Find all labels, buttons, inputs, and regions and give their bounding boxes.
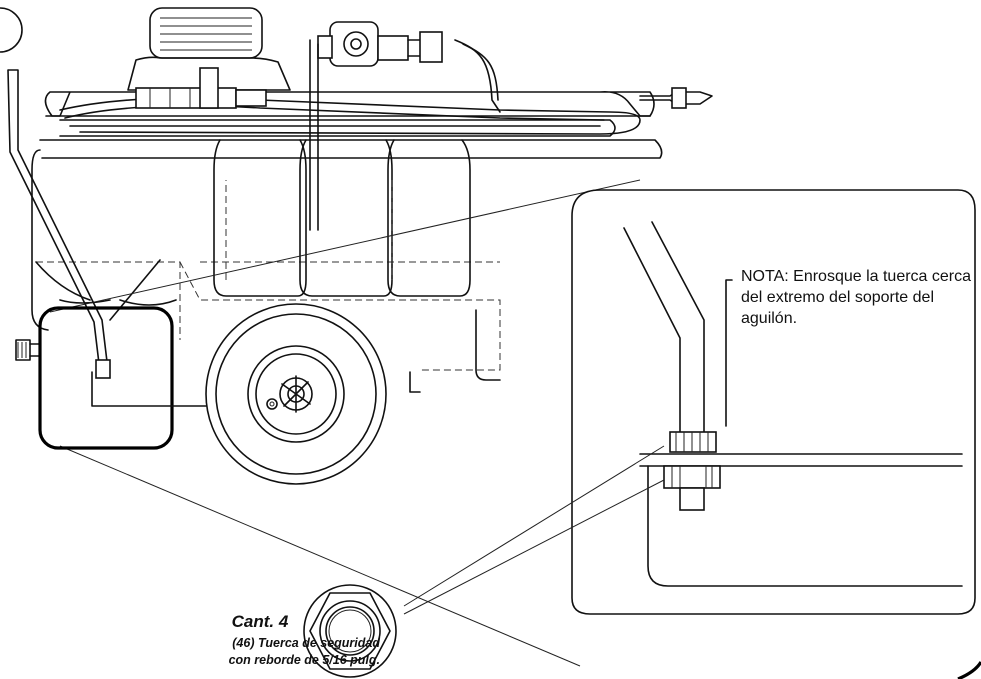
leader-nut-2: [403, 479, 665, 615]
hose-fittings: [135, 67, 267, 109]
wheel: [205, 303, 387, 485]
part-name-line1: (46) Tuerca de seguridad: [232, 636, 380, 650]
tank-upper: [39, 90, 663, 159]
detail-inset: [571, 189, 976, 615]
boom-bracket: [7, 69, 111, 379]
tank-body: [31, 139, 501, 381]
leader-nut-1: [403, 445, 665, 607]
pump: [309, 21, 443, 231]
flange-nut: [303, 584, 397, 678]
leader-line-bottom: [59, 445, 581, 667]
assembly-note: NOTA: Enrosque la tuerca cerca del extre…: [741, 268, 972, 327]
highlight-box: [38, 306, 174, 450]
corner-circle: [0, 7, 23, 53]
part-quantity: Cant. 4: [231, 612, 289, 631]
frame-bar: [91, 371, 215, 407]
tank-lid: [127, 7, 291, 91]
part-name-line2: con reborde de 5/16 pulg.: [228, 653, 380, 667]
leader-line-top: [49, 179, 641, 313]
hoses: [59, 39, 713, 135]
